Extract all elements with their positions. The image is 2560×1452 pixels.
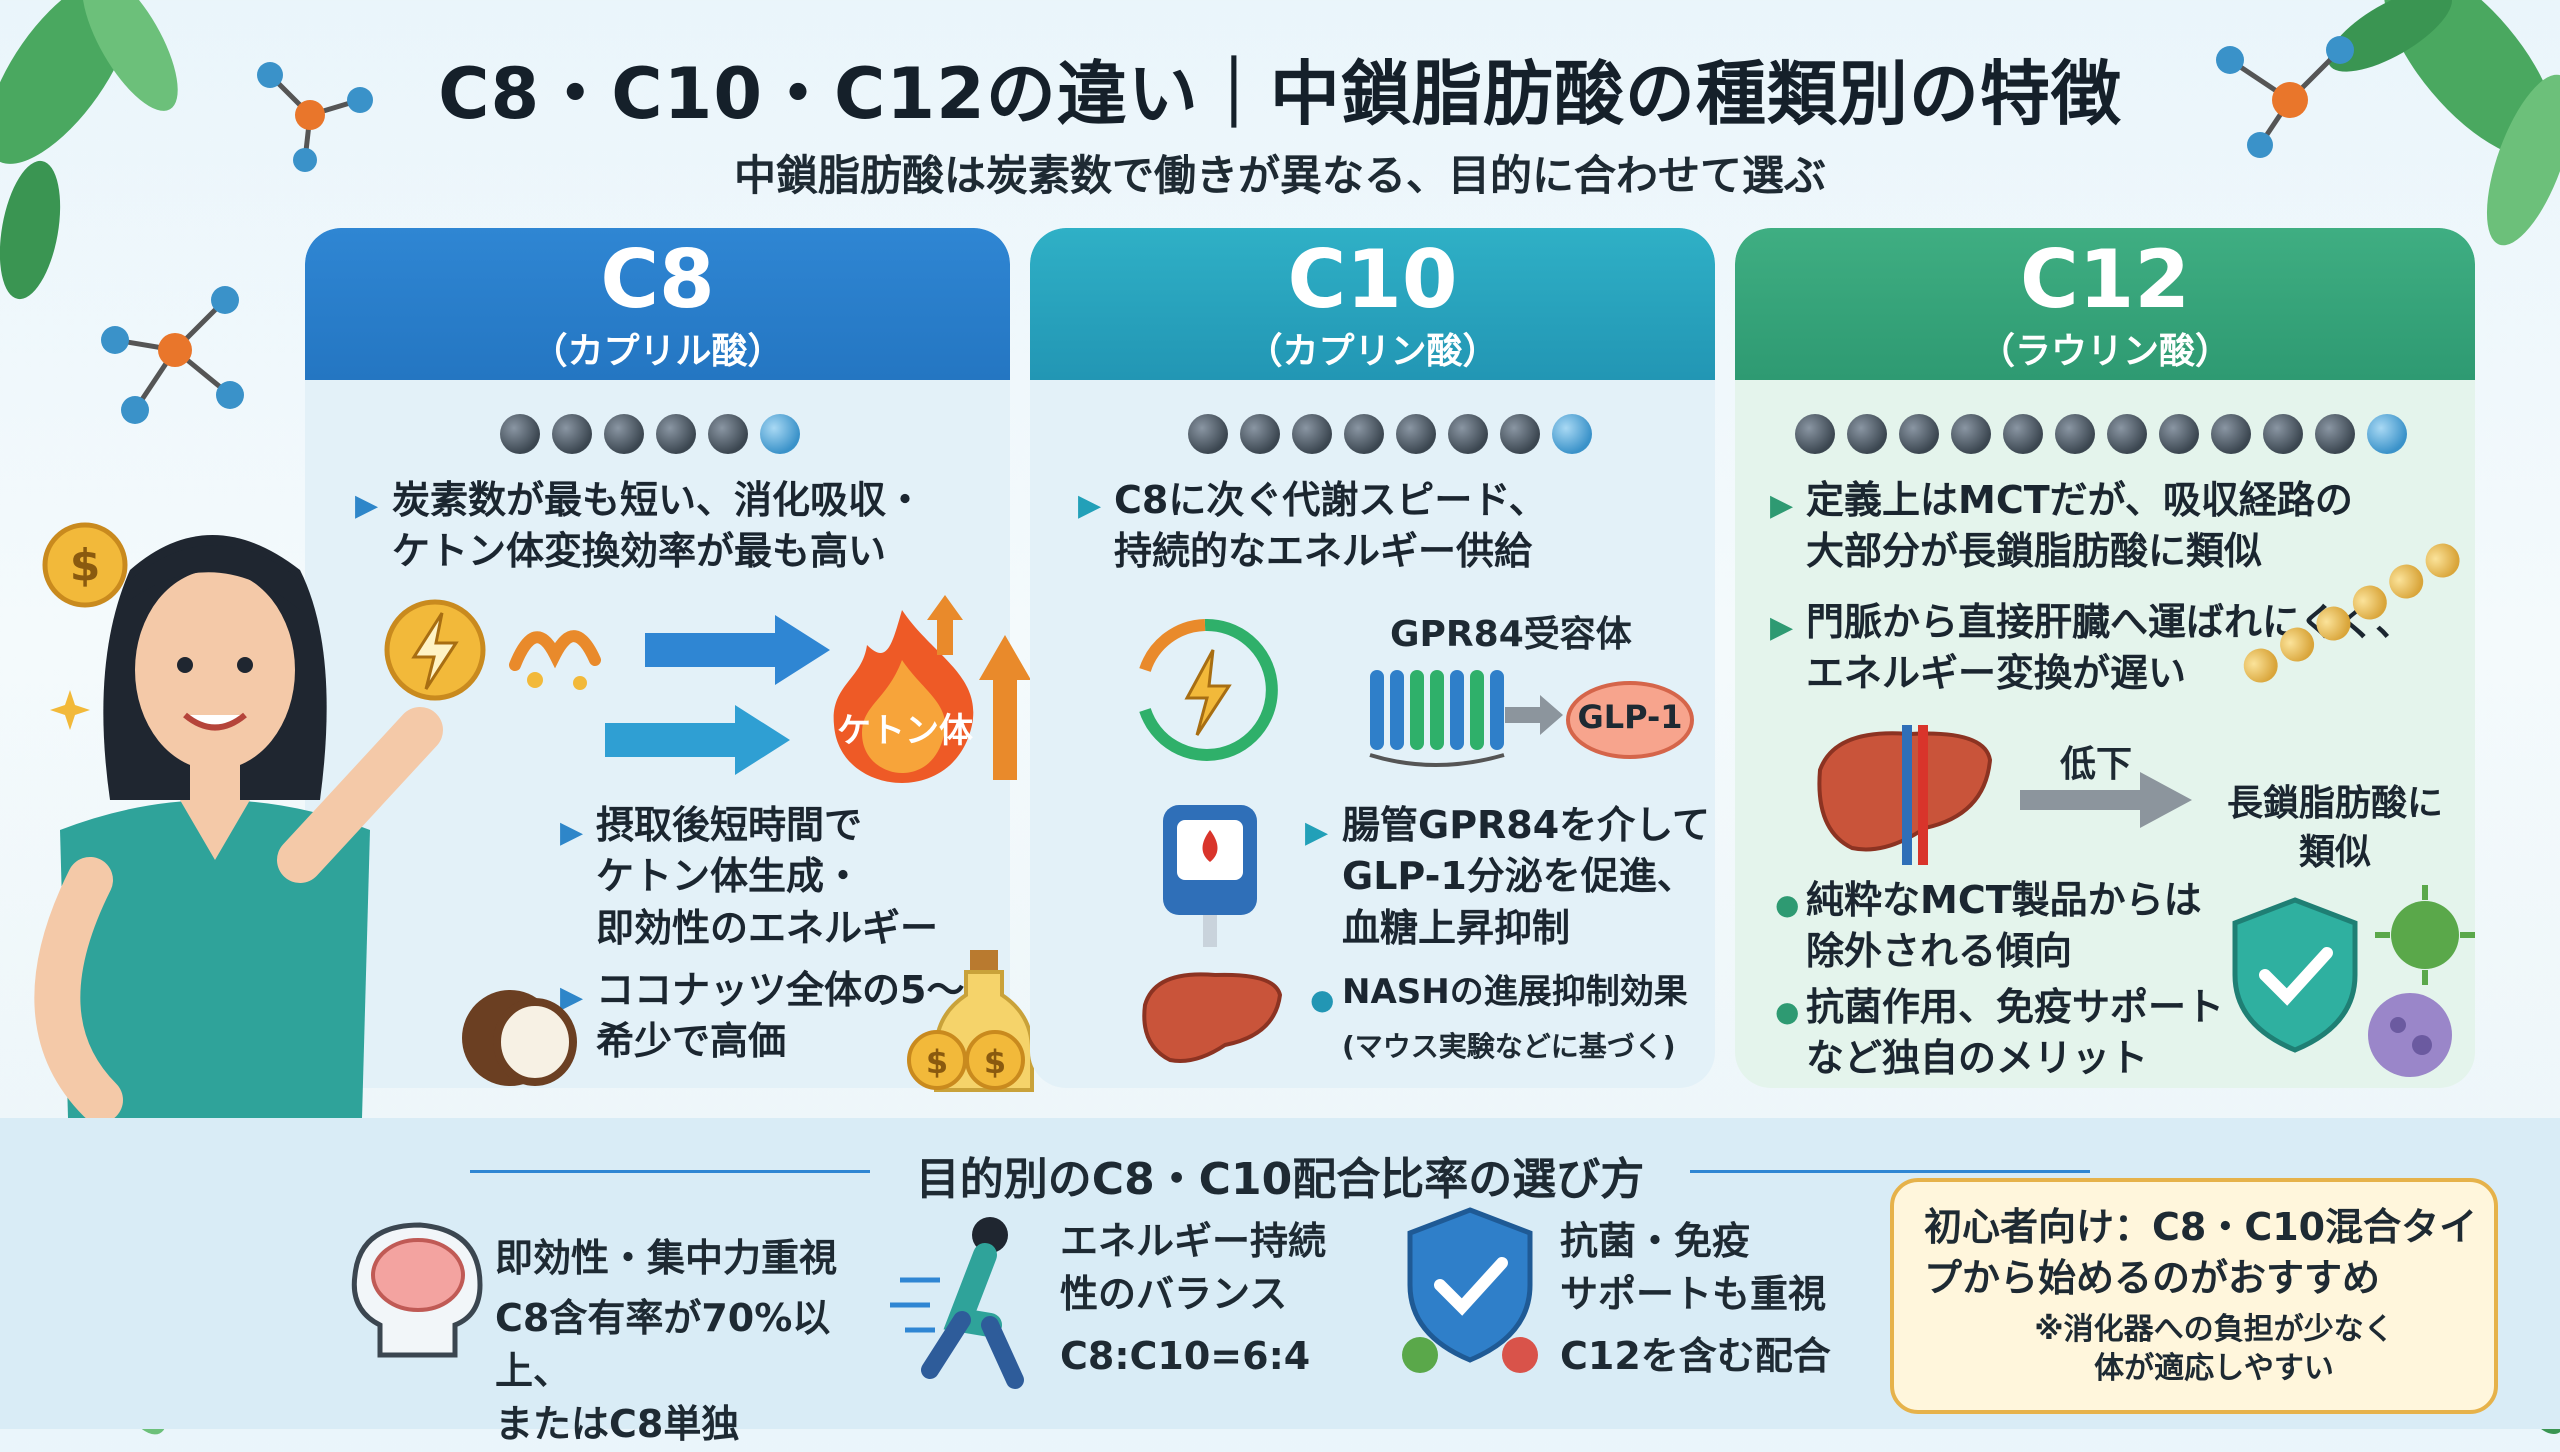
coin-icon: $ <box>42 522 128 608</box>
page-title: C8・C10・C12の違い｜中鎖脂肪酸の種類別の特徴 <box>438 53 2122 135</box>
glp1-badge <box>1566 681 1694 759</box>
c12-point1: 定義上はMCTだが、吸収経路の大部分が長鎖脂肪酸に類似 <box>1806 478 2353 574</box>
shield-check-icon <box>1402 1207 1538 1373</box>
arrow-icon <box>645 615 830 685</box>
bacteria-icon <box>2368 993 2452 1077</box>
decrease-label: 低下 <box>2060 744 2133 785</box>
c12-point4: 抗菌作用、免疫サポートなど独自のメリット <box>1806 985 2225 1081</box>
divider <box>470 1170 870 1173</box>
c8-point2: 摂取後短時間でケトン体生成・即効性のエネルギー <box>596 803 939 950</box>
focus-detail: C8含有率が70%以上、またはC8単独 <box>495 1296 831 1447</box>
c10-name: C10 <box>1287 233 1458 326</box>
similar-label: 長鎖脂肪酸に類似 <box>2226 783 2443 873</box>
liver-icon <box>1142 972 1283 1063</box>
bullet-icon: ▶ <box>1078 488 1102 523</box>
ketone-label: ケトン体 <box>837 711 973 751</box>
bullet-icon: ▶ <box>355 488 379 523</box>
focus-heading: 即効性・集中力重視 <box>495 1236 838 1280</box>
sparkle-fat-icon <box>509 630 601 690</box>
bullet-icon: ● <box>1775 888 1800 921</box>
c10-subname: （カプリン酸） <box>1246 331 1499 372</box>
bullet-icon: ● <box>1310 983 1335 1016</box>
up-arrow-icon <box>927 595 963 655</box>
c10-point3: NASHの進展抑制効果 <box>1342 972 1688 1012</box>
brain-icon <box>351 1222 483 1358</box>
tip-note: ※消化器への負担が少なく体が適応しやすい <box>2034 1312 2394 1386</box>
tip-main: 初心者向け：C8・C10混合タイプから始めるのがおすすめ <box>1924 1205 2478 1301</box>
gpr84-label: GPR84受容体 <box>1390 614 1632 655</box>
c10-carbon-chain <box>1188 412 1604 456</box>
immune-note: C12を含む配合 <box>1560 1334 1831 1378</box>
fire-icon <box>833 610 974 783</box>
bullet-icon: ▶ <box>560 980 584 1015</box>
bullet-icon: ▶ <box>560 815 584 850</box>
svg-text:$: $ <box>926 1043 948 1081</box>
c10-point1: C8に次ぐ代謝スピード、持続的なエネルギー供給 <box>1114 478 1547 574</box>
c8-point3: ココナッツ全体の5〜希少で高価 <box>596 968 965 1064</box>
glucose-meter-icon <box>1163 805 1257 947</box>
glp1-label: GLP-1 <box>1577 698 1683 736</box>
balance-heading: エネルギー持続性のバランス <box>1060 1219 1327 1317</box>
arrow-icon <box>605 705 790 775</box>
arrow-icon <box>1505 695 1563 735</box>
svg-text:$: $ <box>984 1043 1006 1081</box>
divider <box>1690 1170 2090 1173</box>
bullet-icon: ▶ <box>1305 815 1329 850</box>
balance-ratio: C8:C10=6:4 <box>1060 1334 1311 1378</box>
c8-point1: 炭素数が最も短い、消化吸収・ケトン体変換効率が最も高い <box>392 478 925 574</box>
c12-header: C12 （ラウリン酸） <box>1735 228 2475 380</box>
molecule-icon <box>2216 36 2354 158</box>
bullet-icon: ▶ <box>1770 610 1794 645</box>
liver-icon <box>1817 725 1993 865</box>
coin-icon: $ $ <box>907 1030 1025 1090</box>
c8-header: C8 （カプリル酸） <box>305 228 1010 380</box>
c12-point2: 門脈から直接肝臓へ運ばれにくく、エネルギー変換が遅い <box>1806 600 2414 696</box>
arrow-icon <box>2020 772 2192 828</box>
immune-heading: 抗菌・免疫サポートも重視 <box>1560 1219 1827 1317</box>
c8-carbon-chain <box>500 412 812 456</box>
up-arrow-icon <box>979 635 1031 780</box>
sparkle-icon <box>50 690 90 730</box>
c12-carbon-chain <box>1795 412 2419 456</box>
beginner-tip-callout: 初心者向け：C8・C10混合タイプから始めるのがおすすめ ※消化器への負担が少な… <box>1890 1178 2498 1414</box>
page-subtitle: 中鎖脂肪酸は炭素数で働きが異なる、目的に合わせて選ぶ <box>733 151 1826 200</box>
runner-icon <box>890 1217 1024 1389</box>
c12-point3: 純粋なMCT製品からは除外される傾向 <box>1806 878 2202 974</box>
c8-name: C8 <box>600 233 715 326</box>
c12-name: C12 <box>2019 233 2191 326</box>
molecule-icon <box>257 62 373 172</box>
guide-title: 目的別のC8・C10配合比率の選び方 <box>915 1154 1645 1205</box>
shield-check-icon <box>2232 897 2358 1053</box>
woman-illustration <box>34 535 443 1190</box>
virus-icon <box>2375 885 2475 985</box>
c12-subname: （ラウリン酸） <box>1978 331 2231 372</box>
molecule-icon <box>101 286 244 424</box>
bullet-icon: ▶ <box>1770 488 1794 523</box>
receptor-icon <box>1369 670 1505 767</box>
cycle-icon <box>1139 618 1278 761</box>
c8-subname: （カプリル酸） <box>531 331 784 372</box>
c10-header: C10 （カプリン酸） <box>1030 228 1715 380</box>
c10-point3-note: (マウス実験などに基づく) <box>1342 1030 1676 1063</box>
bullet-icon: ● <box>1775 995 1800 1028</box>
leaf-decoration-top-left <box>0 0 178 300</box>
svg-text:$: $ <box>70 540 101 591</box>
lightning-icon <box>384 599 486 701</box>
leaf-decoration-top-right <box>2328 0 2560 246</box>
coconut-icon <box>462 990 577 1086</box>
